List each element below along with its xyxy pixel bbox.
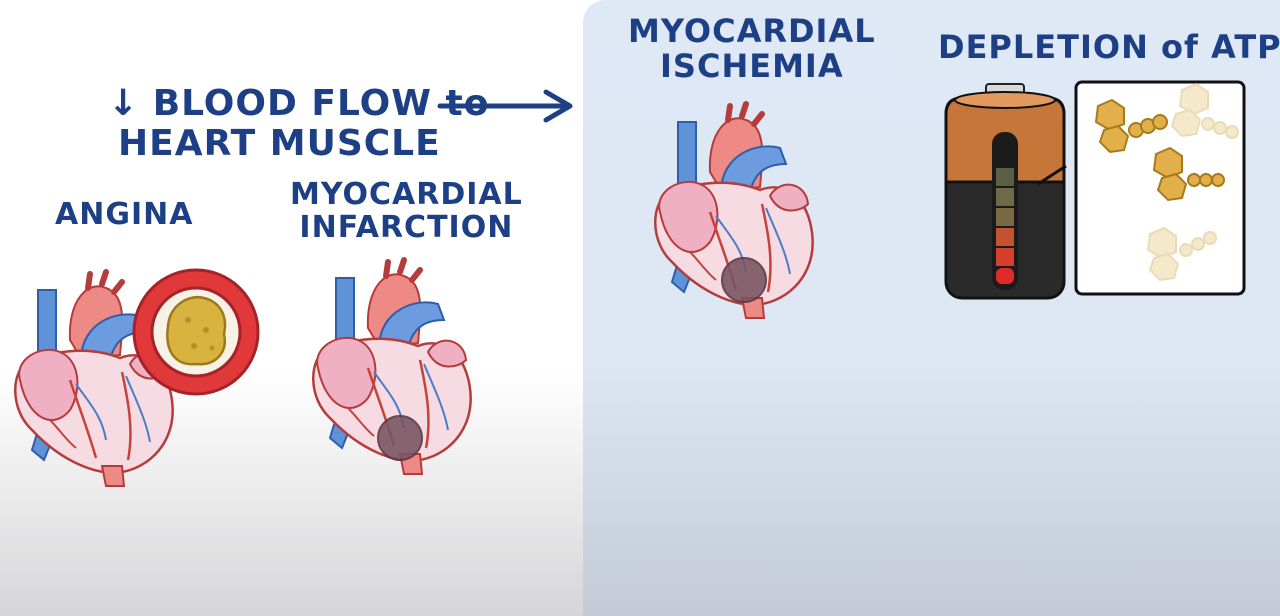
atp-molecule-panel <box>1037 80 1246 296</box>
ischemia-line-1: MYOCARDIAL <box>628 12 876 50</box>
infarction-line-1: MYOCARDIAL <box>290 177 523 212</box>
arrow-right-icon <box>437 89 573 123</box>
atp-molecule-faded-icon <box>1146 226 1217 282</box>
infarction-heart-image <box>308 268 488 488</box>
cause-label: ↓ BLOOD FLOW to HEART MUSCLE <box>108 84 489 163</box>
atp-molecule-faded-icon <box>1170 82 1239 139</box>
atp-molecule-icon <box>1152 146 1225 202</box>
atp-label: DEPLETION of ATP <box>938 28 1280 66</box>
infarction-label: MYOCARDIAL INFARCTION <box>290 178 523 244</box>
battery-icon <box>944 83 1066 300</box>
cause-line-2: HEART MUSCLE <box>118 122 441 164</box>
angina-label: ANGINA <box>55 197 194 232</box>
cause-line-1: ↓ BLOOD FLOW to <box>108 83 490 124</box>
atp-molecule-icon <box>1094 98 1168 154</box>
infarction-line-2: INFARCTION <box>299 210 514 245</box>
ischemia-label: MYOCARDIAL ISCHEMIA <box>628 12 876 86</box>
ischemia-heart-image <box>650 112 830 332</box>
ischemia-line-2: ISCHEMIA <box>660 47 844 86</box>
plaque-vessel-crosssection-image <box>132 268 260 396</box>
